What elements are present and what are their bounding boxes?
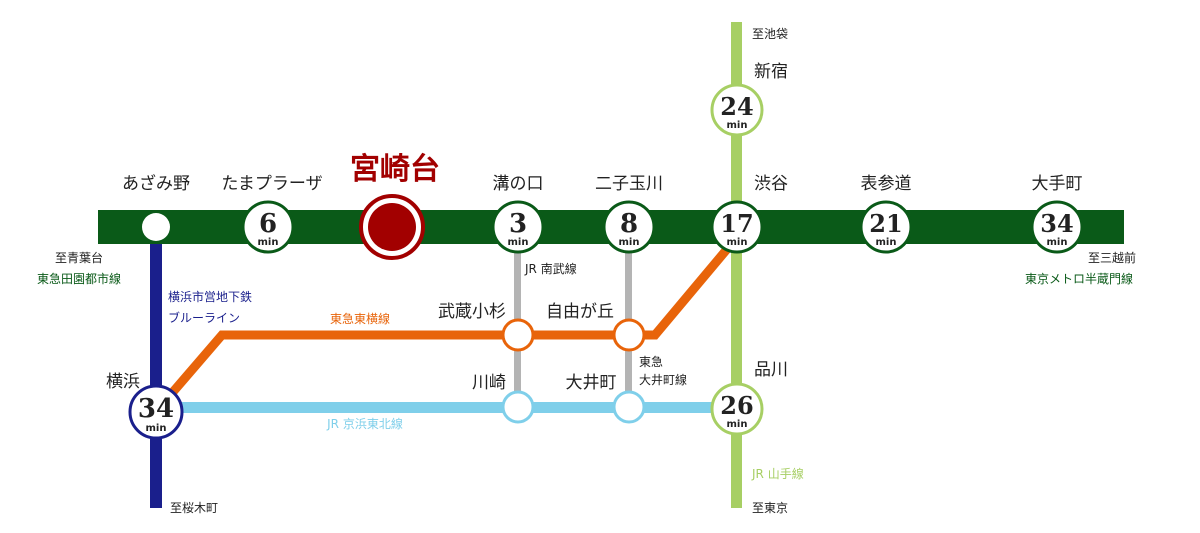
- line-name-nambu: JR 南武線: [524, 261, 577, 276]
- direction-ikebukuro: 至池袋: [752, 27, 788, 41]
- line-name-ooimachi-1: 東急: [639, 354, 663, 369]
- home-station-name: 宮崎台: [350, 152, 440, 187]
- station-name-shinagawa: 品川: [754, 360, 788, 380]
- station-shinagawa[interactable]: 26 min 品川: [710, 360, 788, 436]
- station-marker: [859, 200, 913, 254]
- home-marker-dot: [368, 203, 416, 251]
- station-mizonokuchi[interactable]: 3 min 溝の口: [491, 174, 545, 254]
- minutes-unit: min: [258, 237, 279, 248]
- station-ooimachi[interactable]: 大井町: [566, 373, 646, 424]
- station-name-musashikosugi: 武蔵小杉: [438, 302, 506, 322]
- station-marker: [612, 390, 646, 424]
- direction-tokyo: 至東京: [752, 501, 788, 515]
- station-marker: [1030, 200, 1084, 254]
- station-name-mizonokuchi: 溝の口: [493, 174, 544, 194]
- station-marker: [710, 200, 764, 254]
- station-name-azamino: あざみ野: [122, 173, 190, 194]
- minutes-value: 3: [509, 209, 527, 239]
- station-marker: [602, 200, 656, 254]
- station-marker: [501, 318, 535, 352]
- station-marker: [710, 382, 764, 436]
- line-name-blue-line-1: 横浜市営地下鉄: [168, 289, 252, 304]
- line-name-denentoshi: 東急田園都市線: [37, 271, 121, 286]
- station-marker: [710, 83, 764, 137]
- blue-line-track: [150, 228, 162, 508]
- station-tamaplaza[interactable]: 6 min たまプラーザ: [221, 174, 323, 254]
- station-name-shibuya: 渋谷: [754, 174, 788, 194]
- line-name-blue-line-2: ブルーライン: [168, 310, 240, 325]
- station-kawasaki[interactable]: 川崎: [472, 373, 535, 424]
- station-musashikosugi[interactable]: 武蔵小杉: [438, 302, 535, 352]
- station-shinjuku[interactable]: 24 min 新宿: [710, 62, 788, 137]
- line-name-toyoko: 東急東横線: [330, 311, 390, 326]
- station-otemachi[interactable]: 34 min 大手町: [1030, 174, 1084, 254]
- yamanote-line-track: [731, 22, 742, 508]
- minutes-unit: min: [727, 120, 748, 131]
- minutes-value: 26: [720, 391, 753, 420]
- station-name-tamaplaza: たまプラーザ: [221, 174, 322, 194]
- station-name-omotesando: 表参道: [861, 174, 912, 194]
- direction-sakuragicho: 至桜木町: [170, 501, 218, 515]
- minutes-value: 17: [720, 209, 753, 238]
- minutes-unit: min: [619, 237, 640, 248]
- station-omotesando[interactable]: 21 min 表参道: [859, 174, 913, 254]
- station-marker: [128, 384, 184, 440]
- minutes-value: 21: [869, 209, 902, 238]
- minutes-value: 6: [259, 209, 277, 239]
- station-name-yokohama: 横浜: [106, 372, 140, 392]
- station-futakotamagawa[interactable]: 8 min 二子玉川: [595, 174, 663, 254]
- line-name-keihin-tohoku: JR 京浜東北線: [326, 416, 403, 431]
- station-miyazakidai-home[interactable]: 宮崎台: [350, 152, 440, 260]
- station-marker: [612, 318, 646, 352]
- station-shibuya[interactable]: 17 min 渋谷: [710, 174, 788, 254]
- minutes-unit: min: [1047, 237, 1068, 248]
- station-azamino[interactable]: あざみ野: [122, 173, 190, 241]
- station-name-jiyugaoka: 自由が丘: [546, 302, 614, 322]
- minutes-value: 34: [1040, 209, 1073, 238]
- minutes-unit: min: [876, 237, 897, 248]
- direction-mitsukoshimae: 至三越前: [1088, 250, 1136, 265]
- minutes-unit: min: [146, 423, 167, 434]
- station-marker: [491, 200, 545, 254]
- station-marker: [142, 213, 170, 241]
- minutes-unit: min: [508, 237, 529, 248]
- station-name-kawasaki: 川崎: [472, 373, 506, 393]
- direction-aobadai: 至青葉台: [55, 250, 103, 265]
- keihin-tohoku-line-track: [155, 402, 737, 413]
- minutes-value: 24: [720, 92, 753, 121]
- station-yokohama[interactable]: 34 min 横浜: [106, 372, 184, 440]
- station-jiyugaoka[interactable]: 自由が丘: [546, 302, 646, 352]
- station-marker: [241, 200, 295, 254]
- station-name-shinjuku: 新宿: [754, 62, 788, 82]
- minutes-value: 34: [138, 394, 174, 424]
- line-name-hanzomon: 東京メトロ半蔵門線: [1025, 271, 1133, 286]
- minutes-unit: min: [727, 419, 748, 430]
- station-name-futakotamagawa: 二子玉川: [595, 174, 663, 194]
- minutes-value: 8: [620, 209, 638, 239]
- toyoko-line-track: [156, 239, 737, 410]
- line-name-ooimachi-2: 大井町線: [639, 372, 687, 387]
- station-marker: [501, 390, 535, 424]
- station-name-otemachi: 大手町: [1032, 174, 1083, 194]
- station-name-ooimachi: 大井町: [566, 373, 617, 393]
- minutes-unit: min: [727, 237, 748, 248]
- line-name-yamanote: JR 山手線: [751, 466, 804, 481]
